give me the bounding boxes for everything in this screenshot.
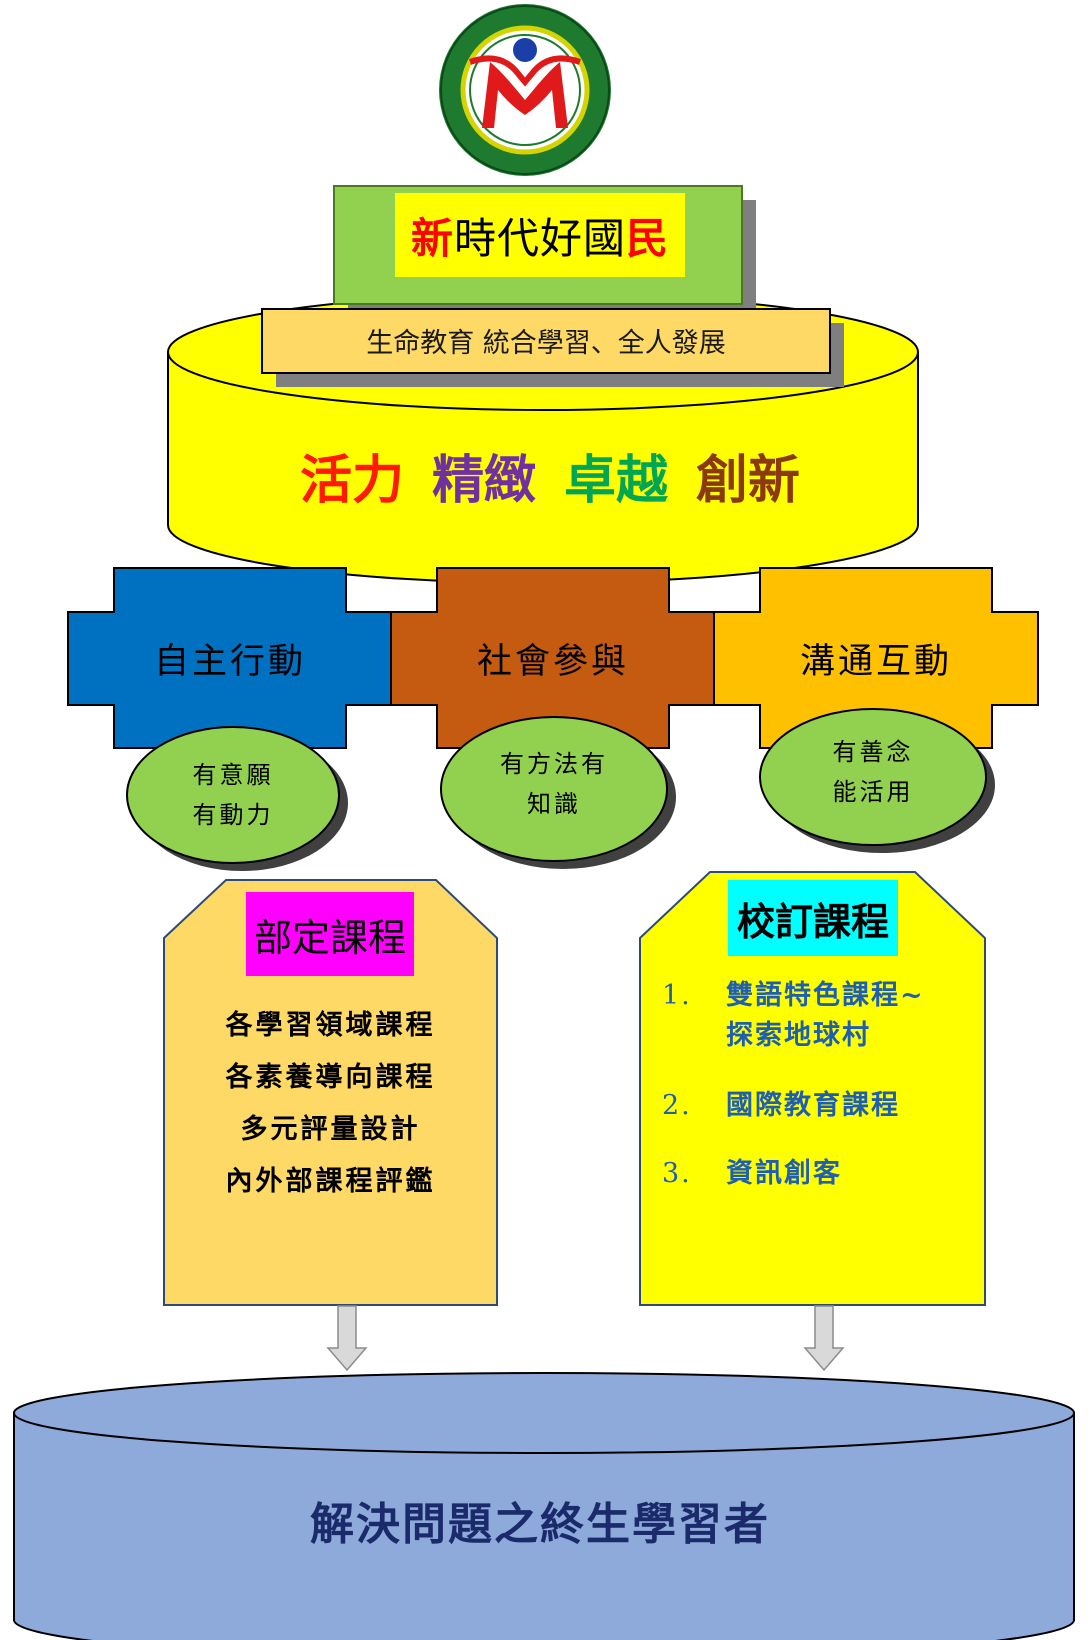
left-box-title: 部定課程 bbox=[253, 915, 406, 960]
right-list-line: 資訊創客 bbox=[726, 1158, 842, 1189]
right-list-line: 國際教育課程 bbox=[726, 1090, 900, 1121]
right-list-text: 國際教育課程 bbox=[726, 1086, 900, 1126]
slogan-word-3: 卓越 bbox=[564, 450, 669, 511]
oval-communication: 有善念 能活用 bbox=[760, 704, 986, 840]
left-list-item: 內外部課程評鑑 bbox=[225, 1166, 436, 1197]
title-middle: 時代好國 bbox=[453, 213, 626, 263]
page-title: 新時代好國民 bbox=[395, 193, 685, 277]
oval-communication-line-2: 能活用 bbox=[832, 778, 914, 806]
arrow-right bbox=[803, 1305, 845, 1372]
right-title-highlight bbox=[728, 880, 898, 956]
slogan-word-2: 精緻 bbox=[431, 450, 536, 511]
title-suffix: 民 bbox=[626, 213, 670, 263]
left-list-item: 各學習領域課程 bbox=[225, 1010, 436, 1041]
right-list-line: 雙語特色課程~ bbox=[726, 980, 925, 1011]
left-list-item: 多元評量設計 bbox=[240, 1114, 421, 1145]
pillar-crosses bbox=[67, 567, 1039, 749]
title-prefix: 新 bbox=[410, 213, 454, 263]
slogan-word-4: 創新 bbox=[696, 450, 801, 511]
right-box-title: 校訂課程 bbox=[736, 899, 889, 944]
oval-autonomy-line-2: 有動力 bbox=[192, 801, 274, 829]
national-curriculum-box bbox=[163, 879, 498, 1306]
right-list-line: 探索地球村 bbox=[726, 1020, 871, 1051]
learner-cylinder bbox=[13, 1372, 1075, 1640]
right-list-text: 資訊創客 bbox=[726, 1154, 842, 1194]
oval-participation-line-1: 有方法有 bbox=[500, 750, 608, 778]
school-curriculum-box bbox=[639, 871, 986, 1306]
oval-autonomy-line-1: 有意願 bbox=[192, 761, 274, 789]
pillar-autonomy-label: 自主行動 bbox=[153, 642, 306, 682]
pillar-participation-label: 社會參與 bbox=[476, 642, 629, 682]
slogan: 活力 精緻 卓越 創新 bbox=[170, 430, 930, 520]
pillar-communication-label: 溝通互動 bbox=[799, 642, 952, 682]
school-logo bbox=[439, 4, 611, 176]
arrow-left bbox=[326, 1305, 368, 1372]
left-title-highlight bbox=[246, 892, 414, 976]
subtitle-box bbox=[261, 308, 831, 374]
right-box-list: 1. 雙語特色課程~ 探索地球村 2. 國際教育課程 3. 資訊創客 bbox=[662, 980, 982, 1220]
right-list-number: 1. bbox=[662, 980, 692, 1011]
slogan-word-1: 活力 bbox=[299, 450, 404, 511]
oval-participation: 有方法有 知識 bbox=[441, 712, 667, 856]
oval-communication-line-1: 有善念 bbox=[832, 738, 914, 766]
oval-participation-line-2: 知識 bbox=[527, 790, 581, 818]
left-box-list: 各學習領域課程 各素養導向課程 多元評量設計 內外部課程評鑑 bbox=[164, 1000, 497, 1208]
learner-label: 解決問題之終生學習者 bbox=[310, 1499, 770, 1550]
right-list-text: 雙語特色課程~ 探索地球村 bbox=[726, 976, 925, 1056]
right-list-number: 3. bbox=[662, 1158, 692, 1189]
subtitle: 生命教育 統合學習、全人發展 bbox=[366, 327, 726, 359]
right-list-number: 2. bbox=[662, 1090, 692, 1121]
pillar-ovals bbox=[126, 708, 995, 871]
oval-autonomy: 有意願 有動力 bbox=[127, 727, 339, 863]
left-list-item: 各素養導向課程 bbox=[225, 1062, 436, 1093]
